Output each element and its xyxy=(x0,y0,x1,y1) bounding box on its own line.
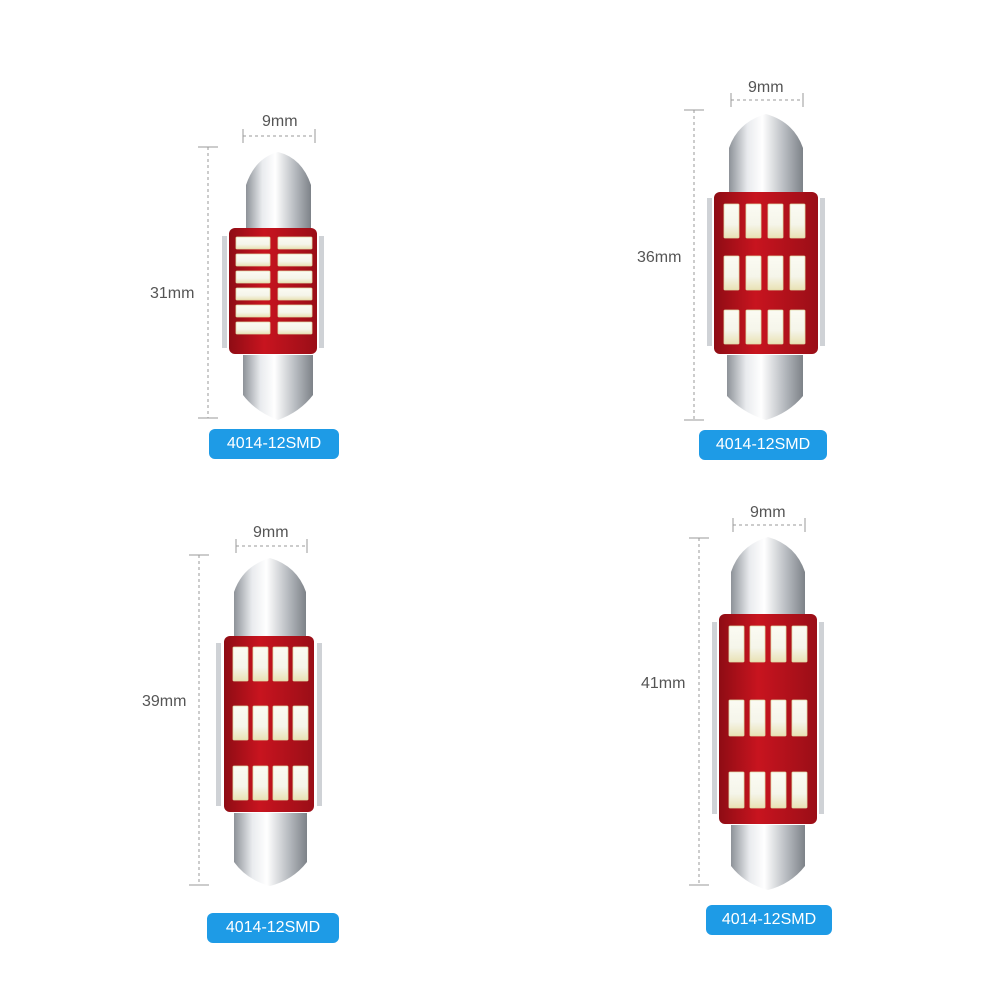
bulb-2-length-label: 36mm xyxy=(637,249,682,266)
bulb-2-model-badge: 4014-12SMD xyxy=(699,430,827,460)
width-dimension-line xyxy=(242,129,316,143)
bottom-cap xyxy=(243,355,313,420)
bulb-1-width-label: 9mm xyxy=(262,113,298,130)
bulb-4 xyxy=(689,518,824,890)
bulb-3 xyxy=(189,539,322,886)
bulb-4-width-label: 9mm xyxy=(750,504,786,521)
bulb-1-length-label: 31mm xyxy=(150,285,195,302)
bulb-3-length-label: 39mm xyxy=(142,693,187,710)
bulb-1-model-badge: 4014-12SMD xyxy=(209,429,339,459)
bulb-1 xyxy=(198,129,324,420)
bulb-4-length-label: 41mm xyxy=(641,675,686,692)
led-chips xyxy=(235,236,313,335)
bulb-4-model-badge: 4014-12SMD xyxy=(706,905,832,935)
bulb-3-width-label: 9mm xyxy=(253,524,289,541)
bulb-3-model-badge: 4014-12SMD xyxy=(207,913,339,943)
bulb-2-width-label: 9mm xyxy=(748,79,784,96)
bulb-2 xyxy=(684,93,825,421)
top-cap xyxy=(246,152,311,232)
